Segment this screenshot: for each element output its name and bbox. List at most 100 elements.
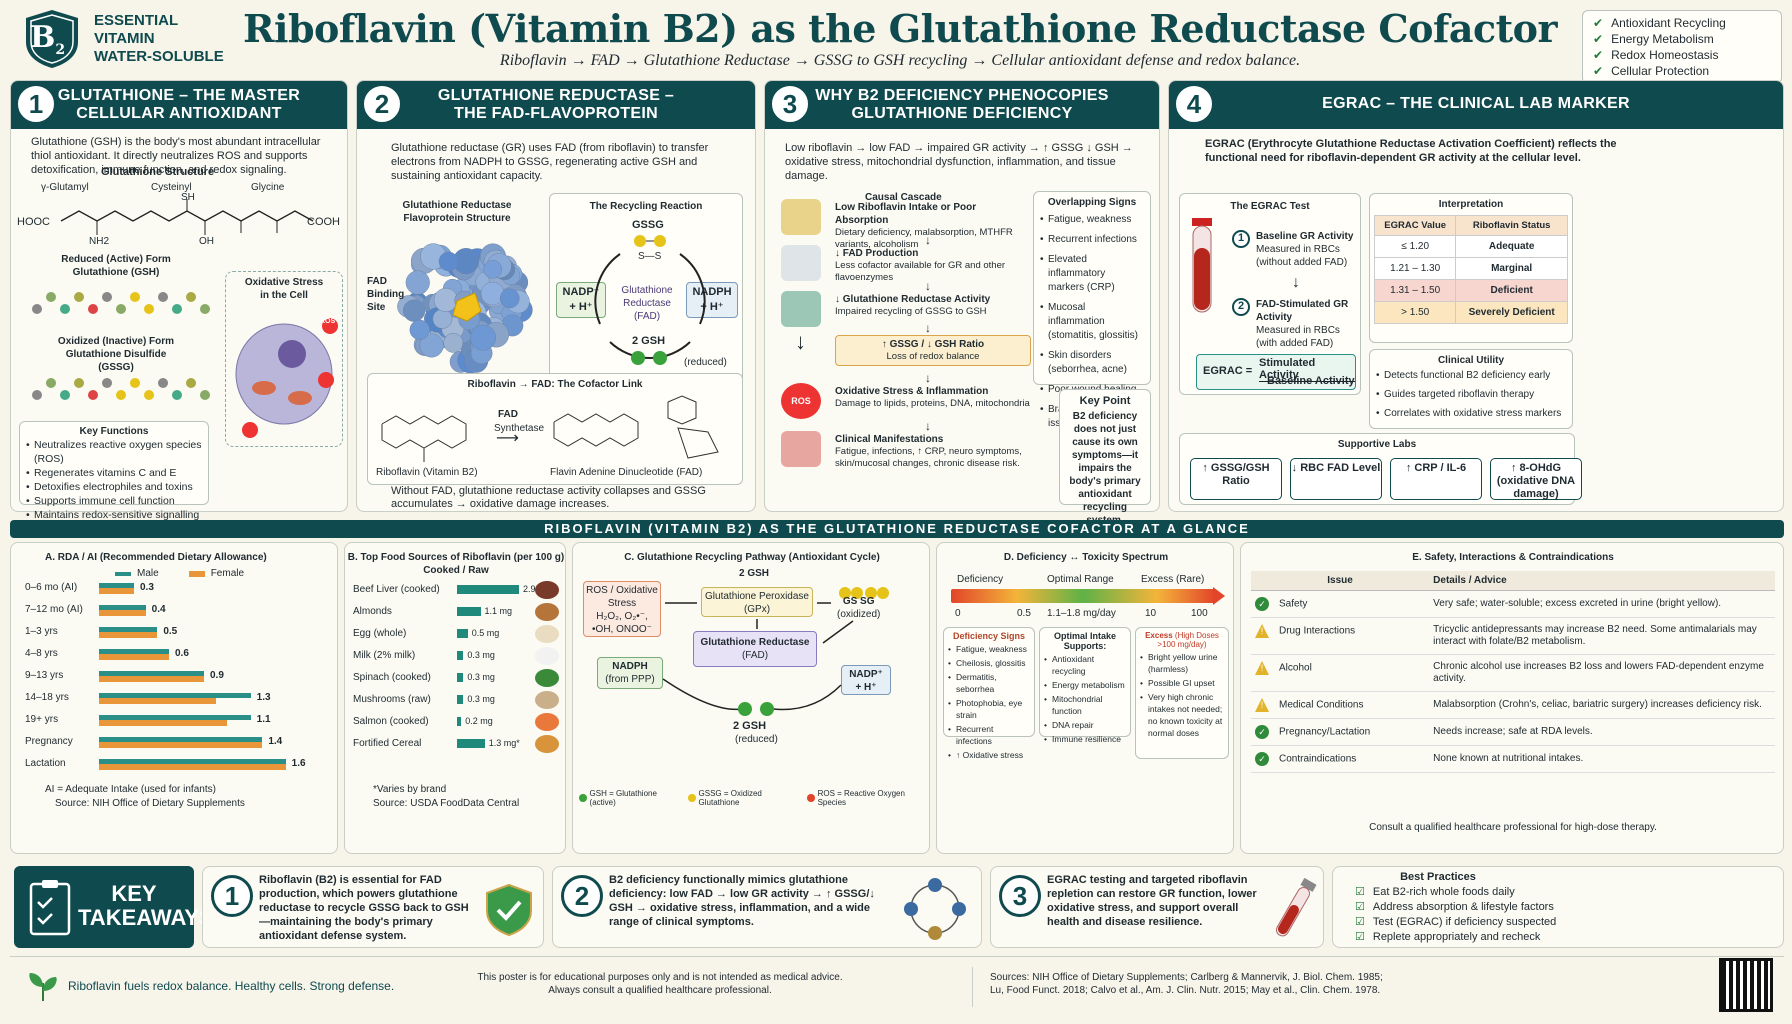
food-label: Spinach (cooked) [353, 672, 431, 683]
step1-line3: (without added FAD) [1256, 257, 1348, 268]
panel3-title-line1: WHY B2 DEFICIENCY PHENOCOPIES [815, 87, 1109, 104]
rr-2gsh: 2 GSH [632, 335, 666, 347]
check-icon: ✔ [1593, 48, 1604, 62]
kt1-text: Riboflavin (B2) is essential for FAD pro… [259, 874, 469, 942]
nadp-box: NADP⁺+ H⁺ [841, 665, 891, 695]
step2-line2: Measured in RBCs [1256, 325, 1340, 336]
kf-item: Neutralizes reactive oxygen species (ROS… [26, 438, 202, 466]
cascade-step-title: ↓ Glutathione Reductase Activity [835, 294, 991, 305]
panel-safety: E. Safety, Interactions & Contraindicati… [1240, 542, 1784, 854]
cascade-step-desc: Dietary deficiency, malabsorption, MTHFR… [835, 227, 1013, 250]
panel-rda: A. RDA / AI (Recommended Dietary Allowan… [10, 542, 338, 854]
kt-line2: TAKEAWAYS [78, 905, 214, 930]
safety-issue: Pregnancy/Lactation [1279, 726, 1371, 738]
gssg-molecule-icon [32, 378, 210, 400]
panel4-title: EGRAC – THE CLINICAL LAB MARKER [1322, 95, 1630, 112]
rda-value-label: 1.1 [256, 714, 271, 725]
pathway-legend-item: GSH = Glutathione (active) [579, 789, 680, 807]
bp-item: ☑Test (EGRAC) if deficiency suspected [1355, 915, 1556, 930]
check-icon: ✔ [1593, 64, 1604, 78]
supplement-bottle-icon [781, 199, 821, 235]
safety-issue: Alcohol [1279, 662, 1312, 674]
protein-structure-icon [397, 243, 533, 374]
rda-bar-female [99, 720, 228, 726]
table-cell: ≤ 1.20 [1373, 235, 1457, 258]
fad-site-line2: Binding [367, 289, 405, 300]
badge-letter: B [30, 20, 56, 55]
spectrum-arrowhead [1213, 587, 1225, 605]
rda-age-label: 0–6 mo (AI) [25, 582, 78, 593]
gssg-oxidized-label: GS SG(oxidized) [837, 596, 881, 620]
panel2-footnote: Without FAD, glutathione reductase activ… [391, 485, 706, 510]
panel1-intro: Glutathione (GSH) is the body's most abu… [31, 136, 321, 176]
cascade-step-title: Clinical Manifestations [835, 434, 944, 445]
kf-title: Key Functions [79, 426, 149, 437]
gsh-molecule-icon [32, 292, 210, 314]
cascade-title: Causal Cascade [865, 192, 942, 203]
food-label: Salmon (cooked) [353, 716, 429, 727]
footer-slogan: Riboflavin fuels redox balance. Healthy … [68, 979, 395, 993]
bp-title: Best Practices [1400, 871, 1476, 883]
benefit-item: ✔Redox Homeostasis [1593, 47, 1771, 63]
cu-item: Guides targeted riboflavin therapy [1376, 388, 1566, 402]
fad-site-line3: Site [367, 302, 386, 313]
panel3-number: 3 [769, 83, 811, 125]
panel-food-sources: B. Top Food Sources of Riboflavin (per 1… [344, 542, 566, 854]
panel1-title-line1: GLUTATHIONE – THE MASTER [57, 87, 301, 104]
rda-value-label: 0.3 [140, 582, 154, 593]
panel2-title-line1: GLUTATHIONE REDUCTASE – [437, 87, 675, 104]
hooc-label: HOOC [17, 216, 50, 228]
qr-code-icon[interactable] [1719, 958, 1773, 1012]
rda-ai-note: AI = Adequate Intake (used for infants) [45, 784, 216, 795]
fad-structure-icon [553, 395, 719, 459]
food-bar [457, 739, 485, 748]
food-image-icon [535, 735, 559, 753]
cell-icon [235, 318, 338, 438]
gssg-oxidized-icon [839, 587, 889, 599]
spectrum-item: DNA repair [1044, 719, 1126, 731]
eq-label: EGRAC = [1203, 365, 1253, 377]
cascade-arrow: ↓ [925, 321, 931, 335]
panel4-number: 4 [1173, 83, 1215, 125]
food-image-icon [535, 581, 559, 599]
food-value: 0.2 mg [465, 716, 493, 726]
pathway-reduced: (reduced) [735, 734, 778, 745]
spectrum-item: Recurrent infections [948, 723, 1030, 747]
kf-item: Detoxifies electrophiles and toxins [26, 480, 202, 494]
oi-title1: Optimal Intake [1053, 631, 1116, 641]
safety-issue: Contraindications [1279, 753, 1357, 765]
egrac-formula: EGRAC = Stimulated Activity Baseline Act… [1196, 354, 1356, 390]
sign-item: Recurrent infections [1040, 233, 1144, 247]
spectrum-item: Mitochondrial function [1044, 693, 1126, 717]
shield-check-icon [486, 883, 532, 937]
safety-header: Details / Advice [1429, 571, 1775, 591]
spectrum-item: Bright yellow urine (harmless) [1140, 651, 1224, 675]
safety-detail: Malabsorption (Crohn's, celiac, bariatri… [1433, 699, 1762, 710]
food-value: 1.1 mg [484, 606, 513, 616]
rda-bar-female [99, 764, 286, 770]
gpx-box: Glutathione Peroxidase(GPx) [701, 587, 813, 617]
riboflavin-structure-icon [381, 415, 467, 462]
food-bar [457, 629, 468, 638]
step1-number: 1 [1232, 230, 1250, 248]
page-title: Riboflavin (Vitamin B2) as the Glutathio… [242, 6, 1558, 51]
lab-card: ↑ CRP / IL-6 [1390, 458, 1482, 500]
legend-label: GSH = Glutathione (active) [589, 789, 657, 807]
table-cell: Severely Deficient [1455, 301, 1568, 324]
rda-age-label: Lactation [25, 758, 66, 769]
rda-value-label: 1.3 [256, 692, 271, 703]
label-glutamyl: γ-Glutamyl [41, 182, 89, 193]
table-header: Riboflavin Status [1455, 215, 1568, 236]
food-image-icon [535, 625, 559, 643]
rda-bar-male [99, 605, 146, 610]
spectrum-item: Fatigue, weakness [948, 643, 1030, 655]
cascade-arrow: ↓ [925, 371, 931, 385]
kt3-text: EGRAC testing and targeted riboflavin re… [1047, 874, 1257, 928]
pathway-2gsh-bottom: 2 GSH [733, 720, 767, 732]
step2-title: FAD-Stimulated GR Activity [1256, 299, 1349, 323]
